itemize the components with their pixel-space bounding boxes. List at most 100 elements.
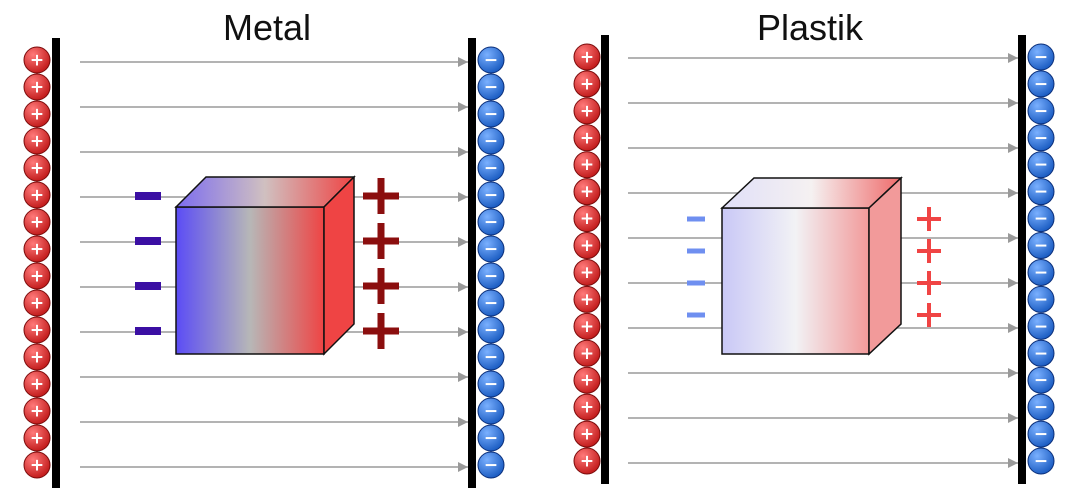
svg-text:−: − [484, 78, 498, 98]
minus-charge-icon: − [477, 208, 505, 236]
minus-charge-icon: − [477, 73, 505, 101]
svg-text:−: − [484, 402, 498, 422]
svg-text:+: + [580, 263, 594, 283]
minus-charge-icon: − [1027, 312, 1055, 340]
svg-text:−: − [1034, 317, 1048, 337]
panel-title-plastik: Plastik [757, 7, 864, 48]
svg-text:−: − [1034, 290, 1048, 310]
svg-text:−: − [484, 186, 498, 206]
svg-text:+: + [580, 209, 594, 229]
plus-charge-icon: + [573, 312, 601, 340]
plus-charge-icon: + [23, 451, 51, 479]
svg-text:+: + [580, 452, 594, 472]
svg-text:−: − [1034, 182, 1048, 202]
svg-text:−: − [1034, 452, 1048, 472]
svg-text:+: + [30, 321, 44, 341]
minus-charge-icon: − [1027, 420, 1055, 448]
plus-charge-icon: + [573, 178, 601, 206]
plus-charge-icon: + [573, 258, 601, 286]
plus-charge-icon: + [23, 262, 51, 290]
minus-charge-icon: − [477, 424, 505, 452]
svg-text:−: − [484, 294, 498, 314]
induced-positive-charge [917, 271, 941, 295]
box-side-face [323, 175, 355, 356]
plus-charge-icon: + [573, 393, 601, 421]
right-plate [1018, 35, 1026, 484]
induced-positive-charge [363, 268, 399, 304]
svg-text:+: + [580, 74, 594, 94]
plus-charge-icon: + [573, 205, 601, 233]
minus-charge-icon: − [477, 316, 505, 344]
minus-charge-icon: − [1027, 258, 1055, 286]
minus-charge-icon: − [477, 100, 505, 128]
plus-charge-icon: + [23, 370, 51, 398]
box-top-face [174, 176, 356, 208]
svg-text:+: + [30, 78, 44, 98]
induced-positive-charge [917, 303, 941, 327]
right-plate [468, 38, 476, 488]
svg-text:−: − [484, 240, 498, 260]
left-plate [601, 35, 609, 484]
object-box [720, 176, 903, 356]
svg-text:+: + [30, 429, 44, 449]
svg-text:+: + [580, 371, 594, 391]
minus-charge-icon: − [1027, 285, 1055, 313]
minus-charge-icon: − [1027, 205, 1055, 233]
svg-text:+: + [580, 290, 594, 310]
minus-charge-icon: − [477, 397, 505, 425]
svg-text:+: + [30, 294, 44, 314]
svg-text:+: + [30, 267, 44, 287]
svg-text:−: − [484, 159, 498, 179]
svg-text:+: + [30, 132, 44, 152]
minus-charge-icon: − [477, 235, 505, 263]
minus-charge-icon: − [477, 262, 505, 290]
minus-charge-icon: − [1027, 97, 1055, 125]
svg-text:−: − [484, 51, 498, 71]
svg-text:−: − [484, 213, 498, 233]
svg-text:+: + [580, 182, 594, 202]
minus-charge-icon: − [1027, 366, 1055, 394]
plus-charge-icon: + [23, 73, 51, 101]
minus-charge-icon: − [1027, 339, 1055, 367]
induced-negative-charge [135, 192, 161, 200]
minus-charge-icon: − [477, 370, 505, 398]
plus-charge-icon: + [23, 316, 51, 344]
svg-text:+: + [580, 317, 594, 337]
plus-charge-icon: + [23, 397, 51, 425]
svg-text:+: + [30, 456, 44, 476]
induced-negative-charge [135, 327, 161, 335]
minus-charge-icon: − [1027, 393, 1055, 421]
svg-text:−: − [484, 456, 498, 476]
minus-charge-icon: − [1027, 178, 1055, 206]
svg-text:−: − [1034, 425, 1048, 445]
svg-text:−: − [484, 132, 498, 152]
plus-charge-icon: + [573, 285, 601, 313]
svg-text:−: − [1034, 128, 1048, 148]
minus-charge-icon: − [477, 181, 505, 209]
minus-charge-icon: − [1027, 447, 1055, 475]
svg-text:−: − [484, 375, 498, 395]
induced-negative-charge [687, 280, 705, 286]
svg-text:+: + [580, 236, 594, 256]
plus-charge-icon: + [573, 97, 601, 125]
box-front-face [721, 207, 870, 355]
svg-text:+: + [580, 344, 594, 364]
svg-text:+: + [580, 128, 594, 148]
minus-charge-icon: − [477, 46, 505, 74]
panel-plastik: ++++++++++++++++−−−−−−−−−−−−−−−−Plastik [573, 7, 1055, 484]
svg-text:+: + [580, 155, 594, 175]
minus-charge-icon: − [477, 289, 505, 317]
svg-text:−: − [1034, 209, 1048, 229]
induced-positive-charge [363, 223, 399, 259]
svg-text:+: + [30, 105, 44, 125]
plus-charge-icon: + [23, 154, 51, 182]
minus-charge-icon: − [1027, 43, 1055, 71]
minus-charge-icon: − [477, 451, 505, 479]
svg-text:+: + [30, 402, 44, 422]
panel-metal: ++++++++++++++++−−−−−−−−−−−−−−−−Metal [23, 7, 505, 488]
plus-charge-icon: + [573, 339, 601, 367]
plus-charge-icon: + [573, 447, 601, 475]
box-front-face [175, 206, 325, 355]
minus-charge-icon: − [477, 127, 505, 155]
